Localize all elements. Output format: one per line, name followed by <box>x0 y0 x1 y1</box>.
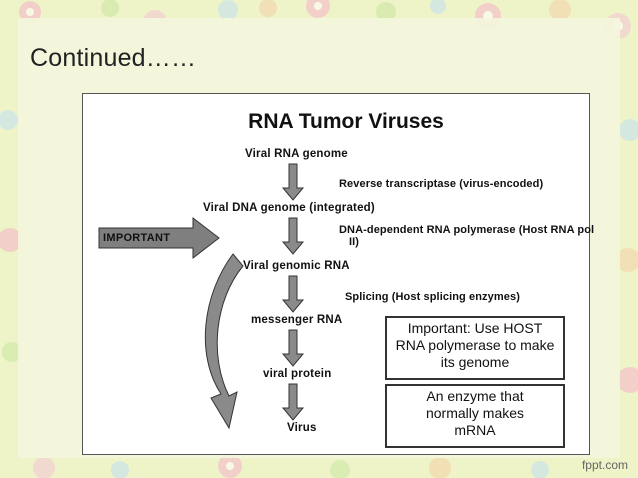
footer-brand: fppt.com <box>581 458 628 472</box>
curved-bypass-arrow <box>204 253 244 430</box>
down-arrow-3 <box>281 275 305 313</box>
step-viral-genomic-rna: Viral genomic RNA <box>243 260 350 272</box>
enzyme-reverse-transcriptase: Reverse transcriptase (virus-encoded) <box>339 178 544 190</box>
down-arrow-4 <box>281 329 305 367</box>
step-viral-dna-genome: Viral DNA genome (integrated) <box>203 202 375 214</box>
enzyme-rna-polymerase: DNA-dependent RNA polymerase (Host RNA p… <box>339 224 595 248</box>
down-arrow-5 <box>281 383 305 421</box>
figure-arrows <box>98 163 305 430</box>
note-host-rna-polymerase: Important: Use HOST RNA polymerase to ma… <box>385 316 565 380</box>
enzyme-splicing: Splicing (Host splicing enzymes) <box>345 291 520 303</box>
down-arrow-1 <box>281 163 305 201</box>
step-messenger-rna: messenger RNA <box>251 314 343 326</box>
step-viral-rna-genome: Viral RNA genome <box>245 148 348 160</box>
note-enzyme-makes-mrna: An enzyme that normally makes mRNA <box>385 384 565 448</box>
figure-title: RNA Tumor Viruses <box>248 110 444 133</box>
important-arrow <box>98 216 220 260</box>
slide-title: Continued…… <box>30 44 197 72</box>
step-viral-protein: viral protein <box>263 368 332 380</box>
rna-tumor-virus-figure: RNA Tumor Viruses Viral RNA genome Viral… <box>82 93 594 455</box>
important-label: IMPORTANT <box>103 232 171 244</box>
step-virus: Virus <box>287 422 317 434</box>
down-arrow-2 <box>281 217 305 255</box>
